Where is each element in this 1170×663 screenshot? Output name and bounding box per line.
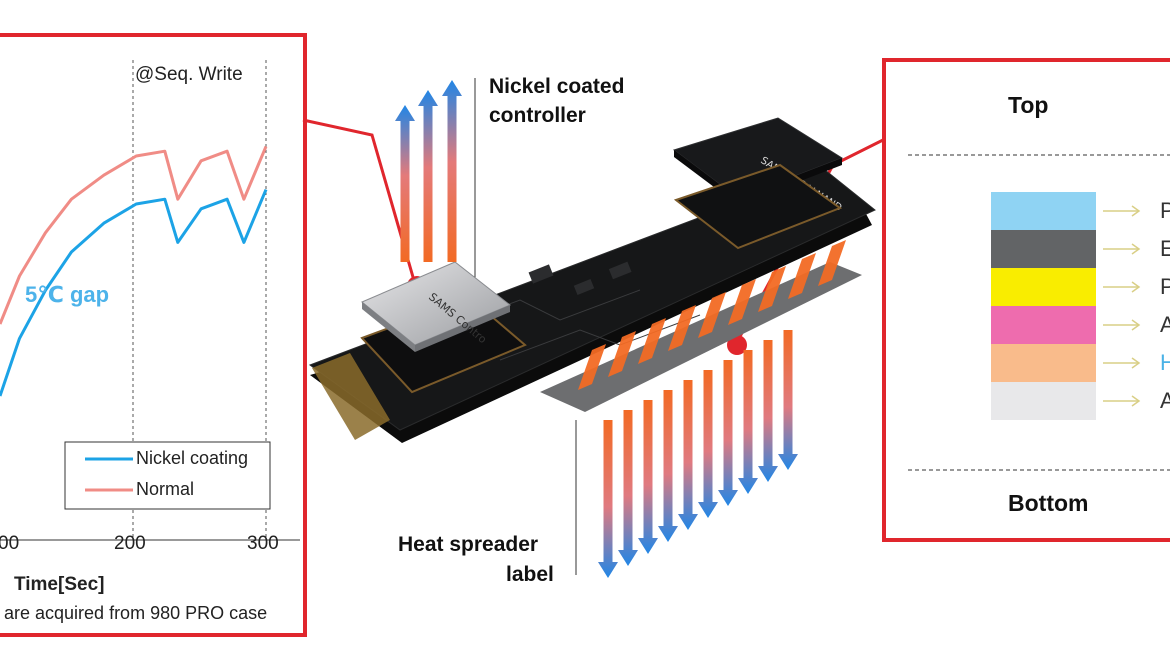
series-line-nickel-coating bbox=[0, 189, 268, 397]
controller-chip-edge bbox=[362, 302, 415, 352]
spreader-callout-line2: label bbox=[506, 563, 554, 586]
controller-chip-edge bbox=[415, 305, 510, 352]
heat-arrow-down bbox=[718, 360, 738, 506]
layer-swatch bbox=[991, 192, 1096, 230]
series-line-normal bbox=[0, 145, 268, 325]
x-axis-label: Time[Sec] bbox=[14, 574, 105, 595]
board-component bbox=[608, 261, 632, 280]
layer-frame bbox=[882, 58, 1170, 542]
spreader-callout-line1: Heat spreader bbox=[398, 533, 539, 556]
nand-die bbox=[673, 163, 843, 250]
heat-fin bbox=[758, 266, 786, 312]
heat-arrow-down bbox=[758, 340, 778, 482]
layer-label: H bbox=[1160, 350, 1170, 375]
chart-frame bbox=[0, 33, 307, 637]
heat-fin bbox=[788, 253, 816, 299]
layer-label: P bbox=[1160, 198, 1170, 223]
layer-top-label: Top bbox=[1008, 92, 1049, 118]
heat-arrow-down bbox=[618, 410, 638, 566]
heat-arrows-down bbox=[598, 330, 798, 578]
layer-swatch bbox=[991, 382, 1096, 420]
x-tick-label: 00 bbox=[0, 533, 20, 554]
layer-pointer-arrowhead bbox=[1131, 319, 1141, 331]
x-tick-label: 200 bbox=[114, 533, 146, 554]
heat-fin bbox=[638, 318, 666, 364]
heat-spreader-sheet bbox=[540, 262, 862, 412]
heat-arrow-down bbox=[738, 350, 758, 494]
ssd-illustration: SAMSUNG V-NAND SAMS Contro bbox=[308, 117, 876, 443]
heat-arrow-down bbox=[778, 330, 798, 470]
heat-fin bbox=[608, 331, 636, 377]
heat-spreader-fins bbox=[578, 240, 846, 390]
layer-label: P bbox=[1160, 274, 1170, 299]
layer-swatch bbox=[991, 306, 1096, 344]
x-tick-label: 300 bbox=[247, 533, 279, 554]
heat-arrow-up bbox=[418, 90, 438, 262]
heat-arrow-down bbox=[678, 380, 698, 530]
layer-pointer-arrowhead bbox=[1131, 395, 1141, 407]
legend-label-normal: Normal bbox=[136, 479, 195, 499]
layer-pointer-arrowhead bbox=[1131, 357, 1141, 369]
layer-pointer-arrowhead bbox=[1131, 281, 1141, 293]
spreader-callout-dot bbox=[727, 335, 747, 355]
legend-label-nickel: Nickel coating bbox=[136, 448, 249, 468]
heat-arrow-up bbox=[395, 105, 415, 262]
layer-bottom-label: Bottom bbox=[1008, 490, 1089, 516]
controller-callout-line2: controller bbox=[489, 104, 586, 127]
layer-swatch bbox=[991, 268, 1096, 306]
heat-arrows-up bbox=[395, 80, 462, 262]
heat-arrow-down bbox=[598, 420, 618, 578]
chart-footnote: are acquired from 980 PRO case bbox=[4, 603, 268, 623]
layer-pointer-arrowhead bbox=[1131, 243, 1141, 255]
heat-arrow-up bbox=[442, 80, 462, 262]
chart-panel bbox=[0, 33, 307, 637]
layer-swatch bbox=[991, 230, 1096, 268]
heat-fin bbox=[818, 240, 846, 286]
condition-label: @Seq. Write bbox=[135, 64, 243, 85]
legend-box bbox=[64, 441, 271, 510]
board-component bbox=[573, 278, 595, 296]
heat-arrow-down bbox=[658, 390, 678, 542]
heat-fin bbox=[698, 292, 726, 338]
chart-plot-area bbox=[0, 145, 268, 397]
layer-stack bbox=[991, 192, 1141, 420]
layer-label: E bbox=[1160, 236, 1170, 261]
gap-annotation: 5℃ gap bbox=[25, 282, 110, 307]
heat-arrow-down bbox=[698, 370, 718, 518]
heat-fin bbox=[668, 305, 696, 351]
board-component bbox=[528, 264, 554, 284]
layer-label: A bbox=[1160, 312, 1170, 337]
layer-label: A bbox=[1160, 388, 1170, 413]
layer-swatch bbox=[991, 344, 1096, 382]
heat-arrow-down bbox=[638, 400, 658, 554]
controller-leader-line bbox=[302, 118, 417, 285]
controller-callout-line1: Nickel coated bbox=[489, 75, 625, 98]
heat-fin bbox=[728, 279, 756, 325]
ssd-connector bbox=[312, 353, 390, 440]
heat-fin bbox=[578, 344, 606, 390]
layer-pointer-arrowhead bbox=[1131, 205, 1141, 217]
layer-panel bbox=[882, 58, 1170, 542]
